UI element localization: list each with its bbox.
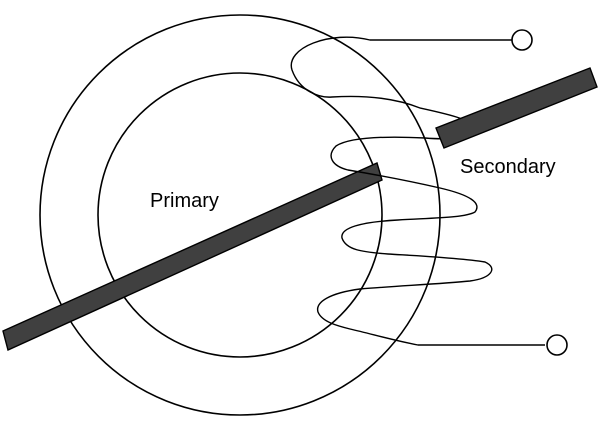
- secondary-winding: [290, 36, 545, 346]
- secondary-terminal-top: [511, 29, 533, 51]
- primary-label: Primary: [150, 190, 219, 212]
- primary-conductor-upper: [435, 67, 598, 149]
- secondary-label: Secondary: [460, 156, 556, 178]
- core-inner-edge: [97, 72, 383, 358]
- secondary-terminal-bottom: [546, 334, 568, 356]
- primary-conductor-lower: [2, 162, 383, 351]
